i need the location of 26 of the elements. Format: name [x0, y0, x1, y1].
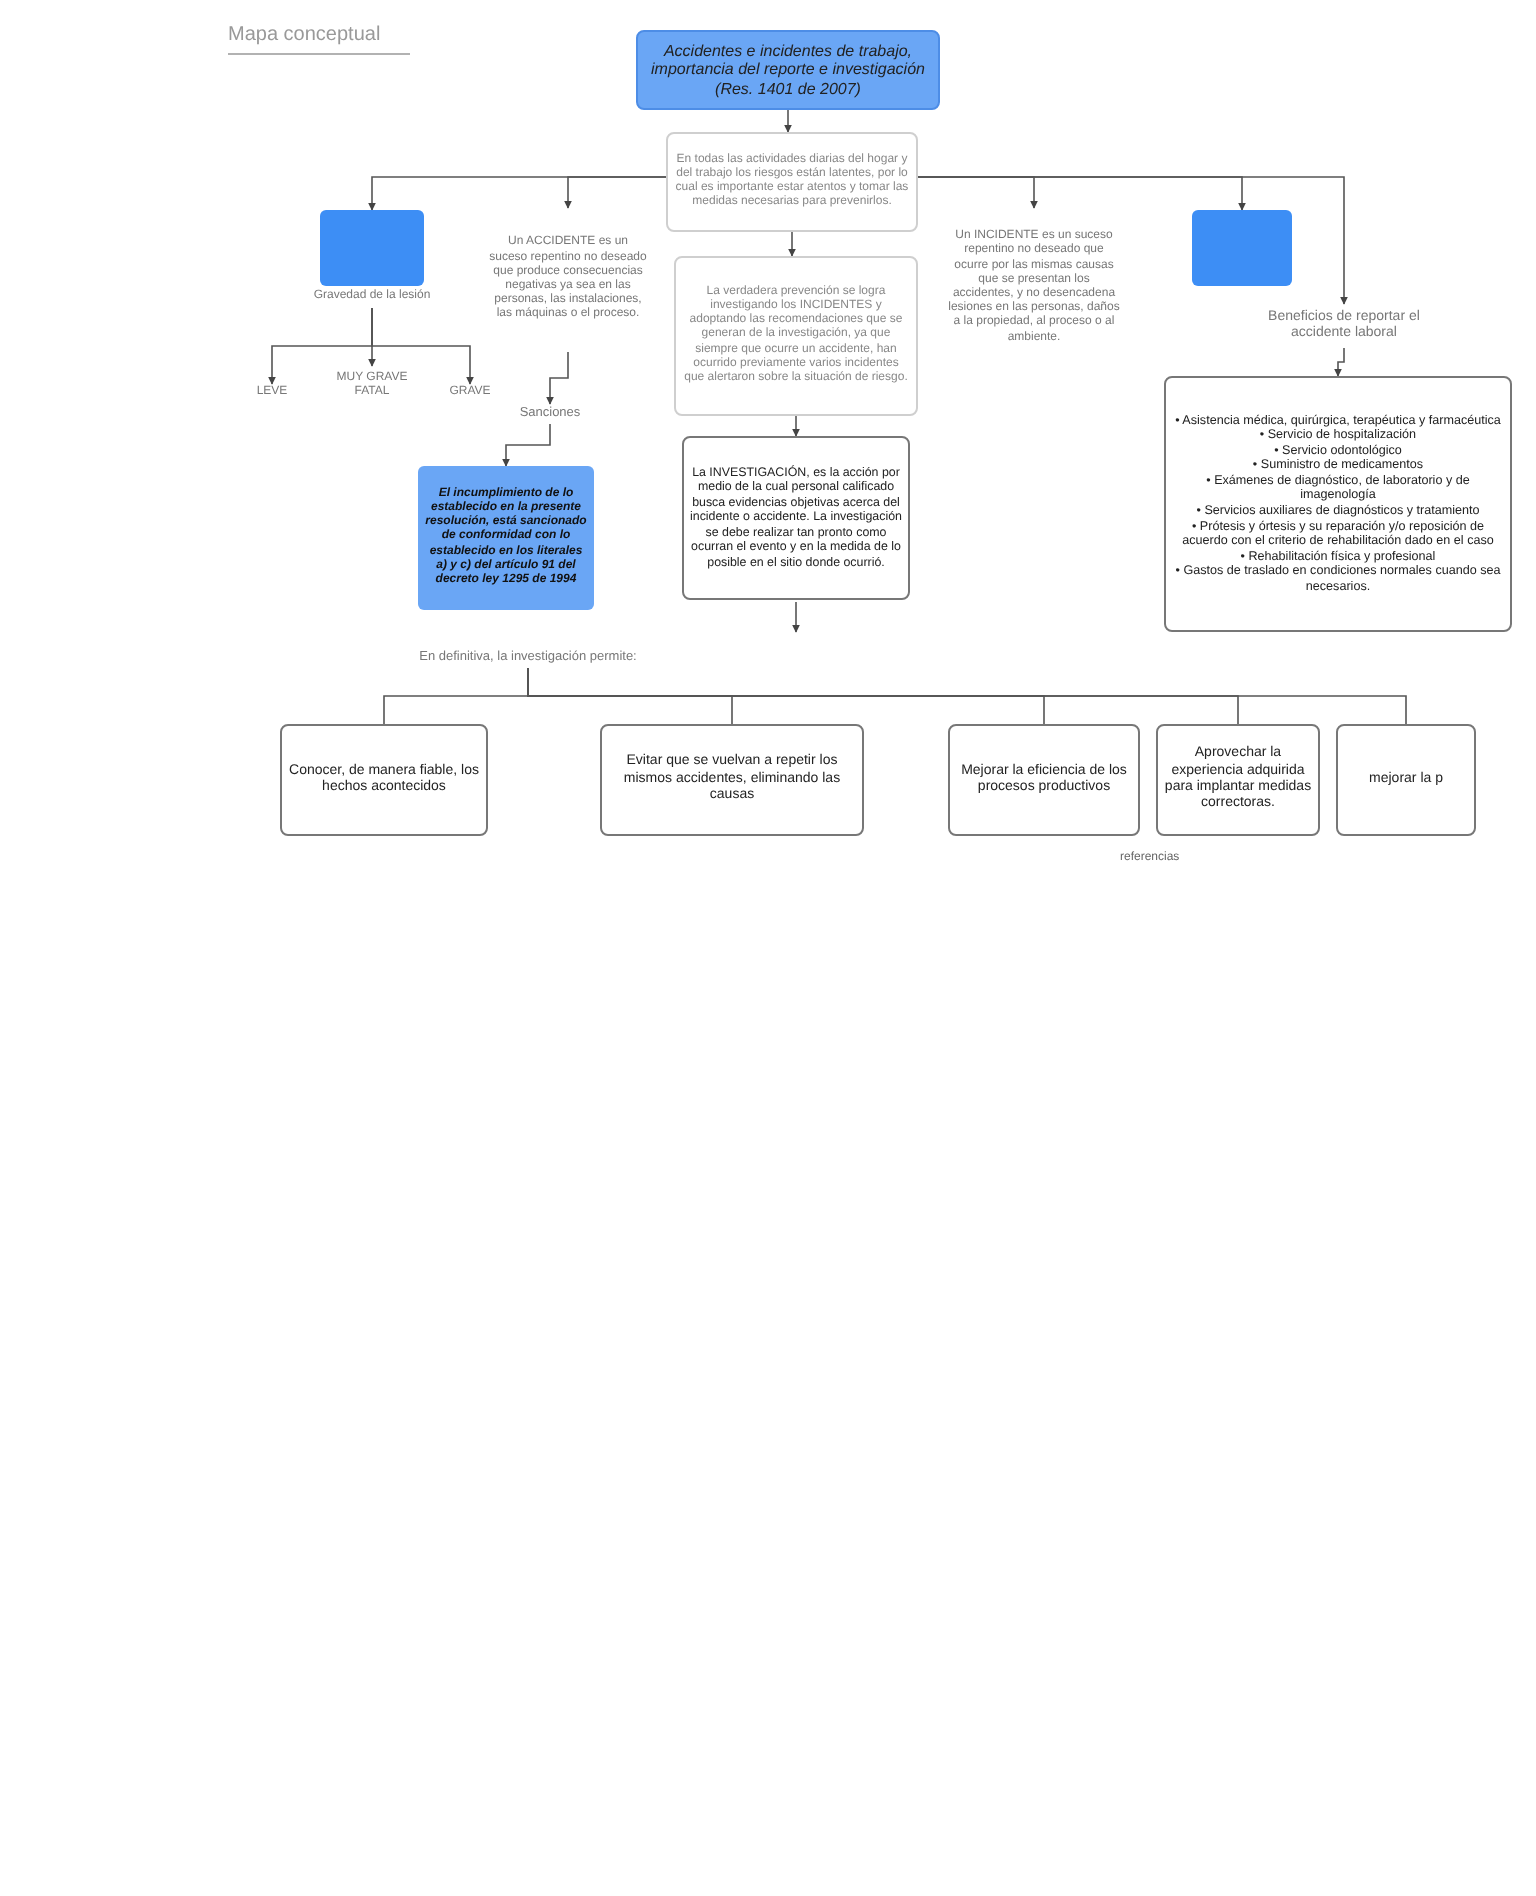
arrow: [546, 351, 569, 405]
concept-box: [666, 132, 918, 232]
arrow: [917, 176, 1348, 305]
concept-box: [280, 724, 488, 836]
box-text: Accidentes e incidentes de trabajo, importancia del reporte e investigación (Res. 1401 de 2007): [649, 41, 927, 99]
arrow: [792, 415, 800, 437]
arrow: [564, 176, 667, 209]
concept-box: [1192, 210, 1292, 286]
concept-box: [682, 436, 910, 600]
arrow: [1334, 347, 1345, 377]
concept-box: [320, 210, 424, 286]
concept-box: [600, 724, 864, 836]
arrow: [788, 231, 796, 257]
arrow: [502, 423, 551, 467]
concept-box: [418, 466, 594, 610]
concept-box: [1336, 724, 1476, 836]
heading-text: Mapa conceptual: [228, 24, 381, 46]
concept-box: [948, 724, 1140, 836]
concept-box: [1164, 376, 1512, 632]
concept-box: [1156, 724, 1320, 836]
arrow: [784, 109, 792, 133]
arrow: [371, 307, 474, 385]
title-box: [636, 30, 940, 110]
concept-box: [674, 256, 918, 416]
arrow: [792, 601, 800, 633]
connector-line: [527, 667, 1407, 725]
